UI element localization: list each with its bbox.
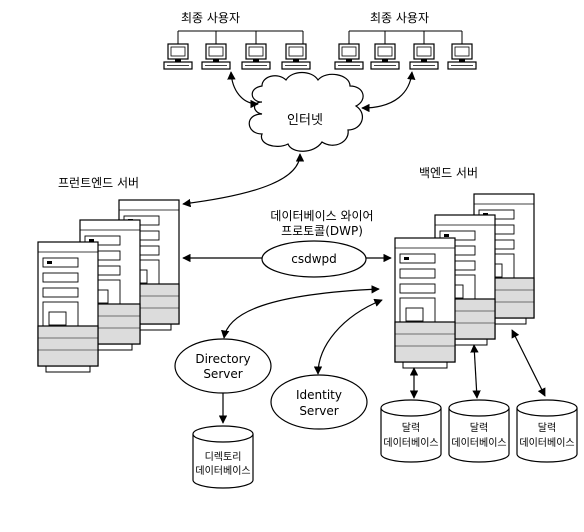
workstation-icon (201, 43, 231, 70)
end-users-right-label: 최종 사용자 (370, 11, 429, 25)
workstation-icon (370, 43, 400, 70)
arrow-users-left-internet (227, 71, 259, 109)
calendar-db-label-line2: 데이터베이스 (383, 437, 438, 449)
identity-server-label-line1: Identity (296, 388, 342, 402)
cloud-icon (248, 71, 364, 152)
directory-server-label-line1: Directory (195, 352, 250, 366)
arrow-directory-backend (221, 285, 380, 339)
internet-cloud: 인터넷 (248, 71, 364, 152)
identity-server-label-line2: Server (299, 404, 338, 418)
end-users-right: 최종 사용자 (334, 11, 477, 70)
calendar-db-label-line2: 데이터베이스 (451, 437, 506, 449)
arrow-users-right-internet (361, 71, 416, 113)
arrow-backend-calendar-db-3 (511, 329, 546, 397)
calendar-database-2: 달력 데이터베이스 (448, 399, 510, 463)
identity-server-node: Identity Server (270, 374, 368, 430)
end-users-left: 최종 사용자 (163, 11, 311, 70)
csdwpd-label: csdwpd (291, 252, 337, 266)
arrow-internet-frontend (182, 153, 305, 208)
server-icon (394, 237, 456, 369)
internet-label: 인터넷 (287, 113, 323, 128)
workstation-icon (241, 43, 271, 70)
dwp-label-line2: 프로토콜(DWP) (281, 224, 363, 238)
directory-db-label-line1: 디렉토리 (205, 451, 242, 463)
directory-server-label-line2: Server (203, 367, 242, 381)
backend-servers-label: 백엔드 서버 (419, 166, 478, 180)
workstation-icon (281, 43, 311, 70)
calendar-db-label-line1: 달력 (402, 422, 420, 434)
calendar-database-3: 달력 데이터베이스 (516, 399, 578, 463)
end-users-left-label: 최종 사용자 (181, 11, 240, 25)
calendar-database-1: 달력 데이터베이스 (380, 399, 442, 463)
directory-db-label-line2: 데이터베이스 (195, 465, 250, 477)
backend-servers: 백엔드 서버 (394, 166, 535, 369)
server-icon (37, 241, 99, 373)
workstation-icon (409, 43, 439, 70)
calendar-db-label-line2: 데이터베이스 (519, 437, 574, 449)
csdwpd-node: csdwpd (261, 240, 367, 278)
workstation-icon (163, 43, 193, 70)
arrow-identity-backend (313, 298, 383, 375)
calendar-db-label-line1: 달력 (470, 422, 488, 434)
dwp-label-line1: 데이터베이스 와이어 (270, 209, 373, 223)
workstation-icon (447, 43, 477, 70)
directory-database: 디렉토리 데이터베이스 (192, 425, 254, 489)
arrow-backend-calendar-db-2 (470, 344, 481, 399)
workstation-icon (334, 43, 364, 70)
directory-server-node: Directory Server (174, 338, 272, 394)
frontend-servers-label: 프런트엔드 서버 (58, 176, 139, 190)
frontend-servers: 프런트엔드 서버 (37, 176, 180, 373)
calendar-db-label-line1: 달력 (538, 422, 556, 434)
